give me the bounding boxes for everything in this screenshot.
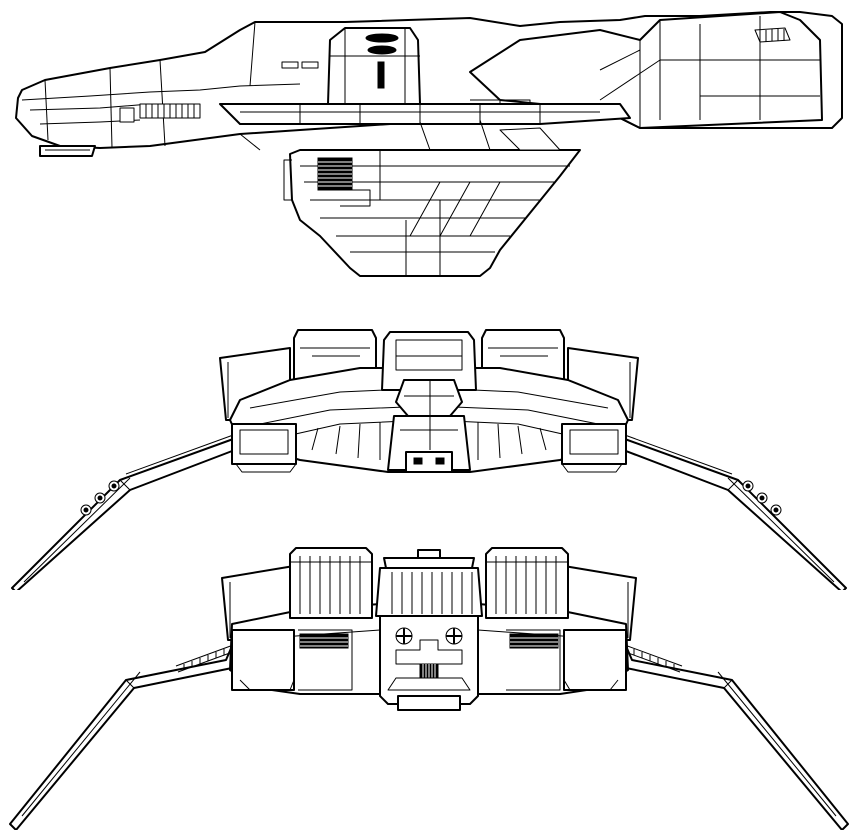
ventral-vent [317,157,353,191]
right-wing-grill [619,643,683,673]
starship-side-view [15,11,843,277]
nacelle-grill [754,27,791,43]
starship-rear-view [9,547,849,830]
right-engine-vent [509,633,559,649]
central-grill [419,663,439,679]
left-engine-vent [299,633,349,649]
starship-front-view [11,329,847,590]
side-grill-lines [145,104,195,118]
left-wing-grill [175,643,239,673]
